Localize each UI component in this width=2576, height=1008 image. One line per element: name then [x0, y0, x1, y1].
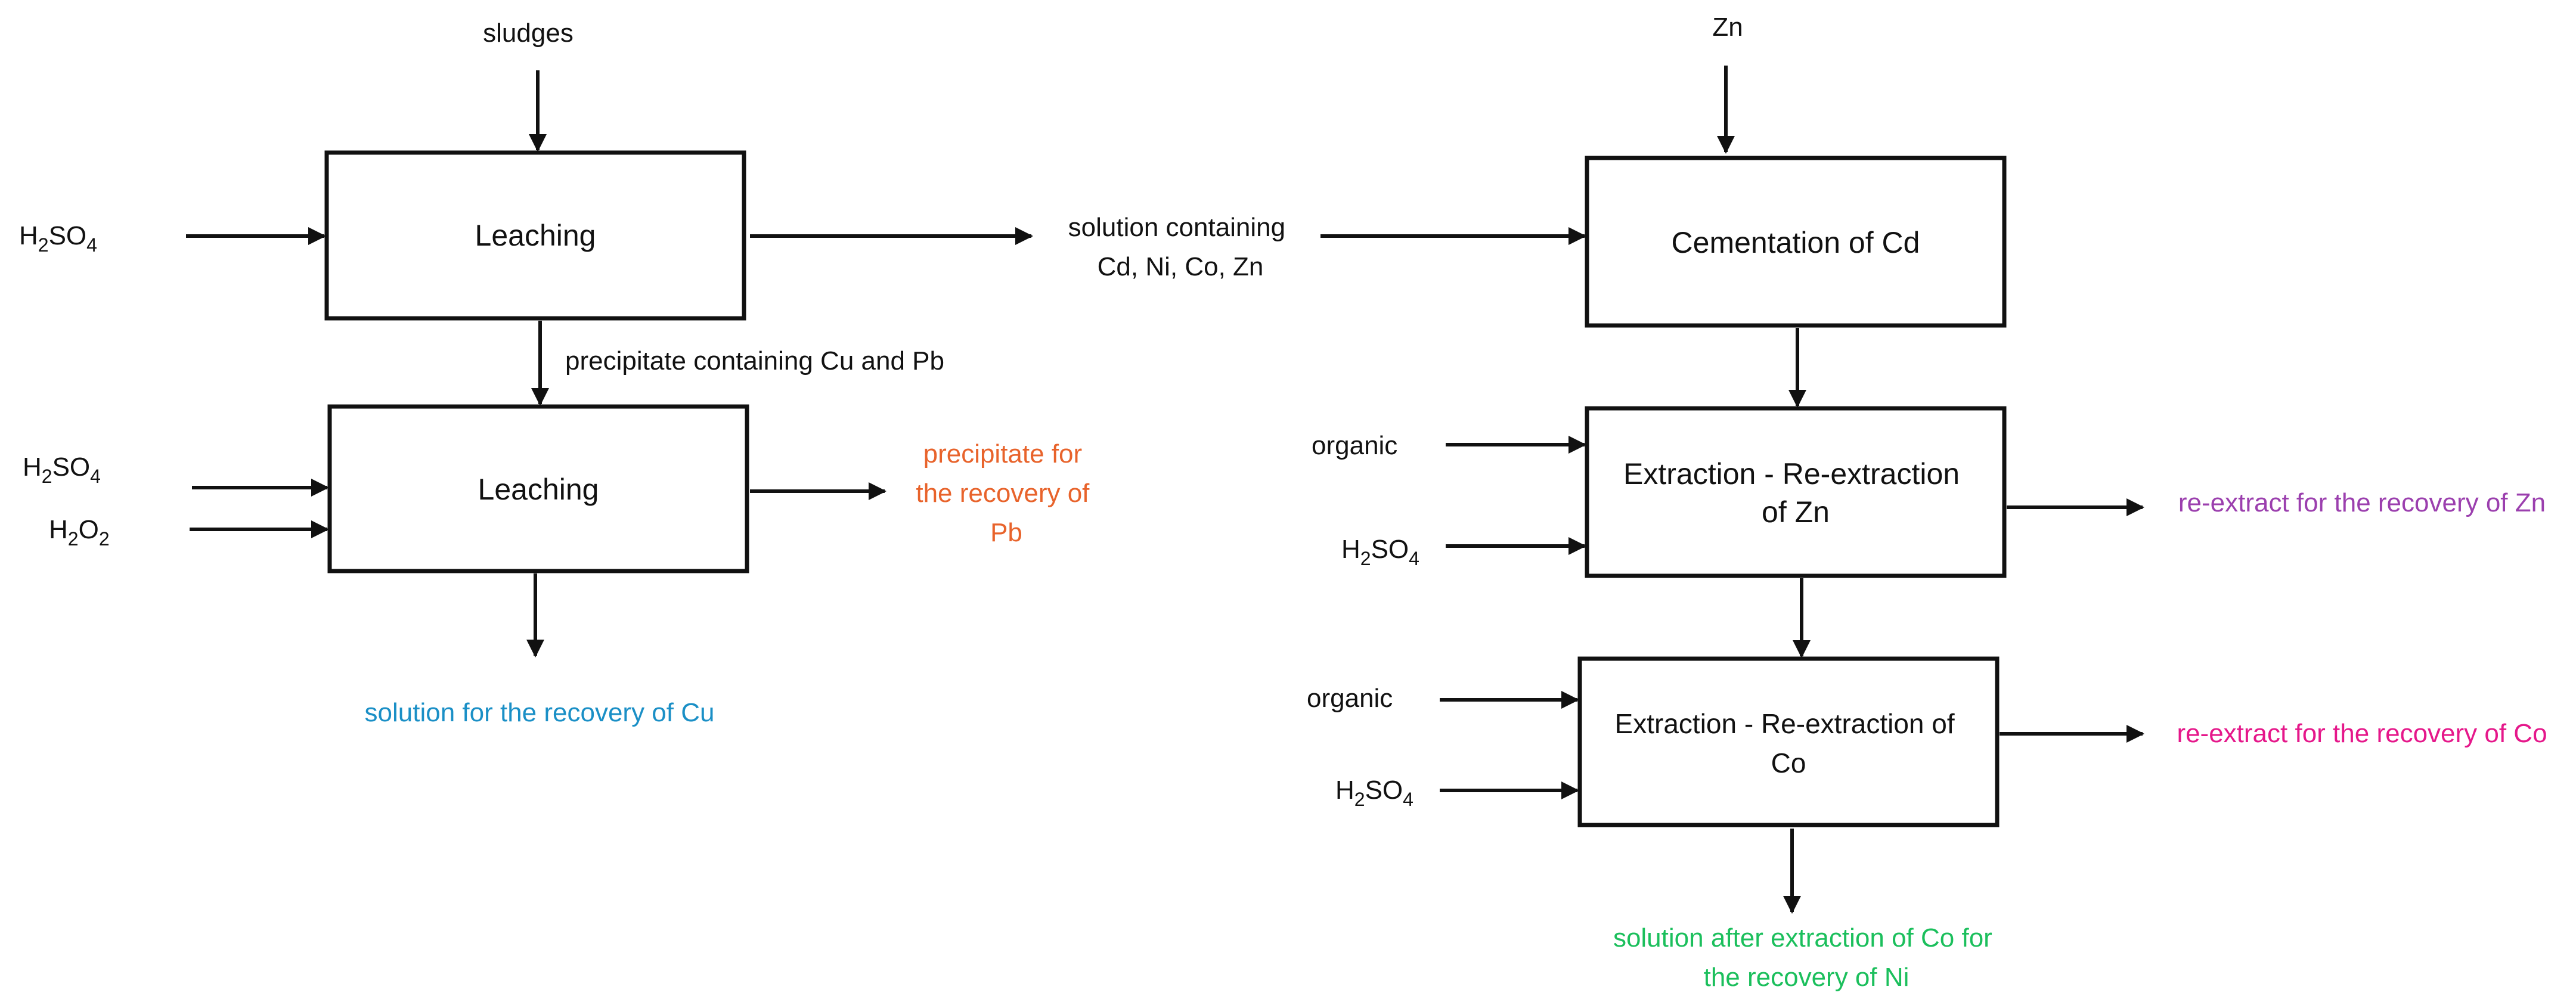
co-extraction-line-2: Co: [1771, 748, 1806, 779]
h2so4-label-zn-extraction: H2SO4: [1341, 535, 1419, 569]
zn-extraction-line-1: Extraction - Re-extraction: [1623, 457, 1960, 491]
solution-intermediate-label: solution containing Cd, Ni, Co, Zn: [1068, 213, 1293, 281]
zn-output-label: re-extract for the recovery of Zn: [2178, 488, 2546, 517]
ni-output-label: solution after extraction of Co for the …: [1613, 923, 2000, 992]
h2o2-label: H2O2: [49, 515, 110, 550]
h2so4-label-leaching-1: H2SO4: [19, 221, 97, 256]
precipitate-intermediate-label: precipitate containing Cu and Pb: [565, 346, 944, 376]
leaching-box-2: [327, 404, 749, 573]
h2so4-label-leaching-2: H2SO4: [23, 452, 101, 487]
organic-label-zn: organic: [1312, 431, 1397, 460]
co-extraction-line-1: Extraction - Re-extraction of: [1615, 708, 1955, 739]
cementation-box: [1585, 156, 2007, 328]
co-output-label: re-extract for the recovery of Co: [2177, 719, 2547, 748]
co-extraction-box: [1577, 656, 2000, 827]
zn-extraction-box-label: Extraction - Re-extraction of Zn: [1623, 457, 1968, 529]
pb-output-label: precipitate for the recovery of Pb: [916, 439, 1096, 547]
leaching-box-1: [324, 150, 746, 321]
leaching-box-1-label: Leaching: [475, 219, 596, 252]
sludges-label: sludges: [483, 18, 574, 48]
co-extraction-box-label: Extraction - Re-extraction of Co: [1615, 708, 1963, 779]
zn-extraction-line-2: of Zn: [1762, 495, 1830, 529]
cementation-box-label: Cementation of Cd: [1672, 226, 1920, 259]
leaching-box-2-label: Leaching: [478, 473, 599, 506]
zn-extraction-box: [1585, 406, 2007, 578]
zn-input-label: Zn: [1712, 13, 1743, 42]
h2so4-label-co-extraction: H2SO4: [1335, 776, 1413, 810]
organic-label-co: organic: [1307, 684, 1393, 713]
cu-output-label: solution for the recovery of Cu: [365, 698, 715, 727]
